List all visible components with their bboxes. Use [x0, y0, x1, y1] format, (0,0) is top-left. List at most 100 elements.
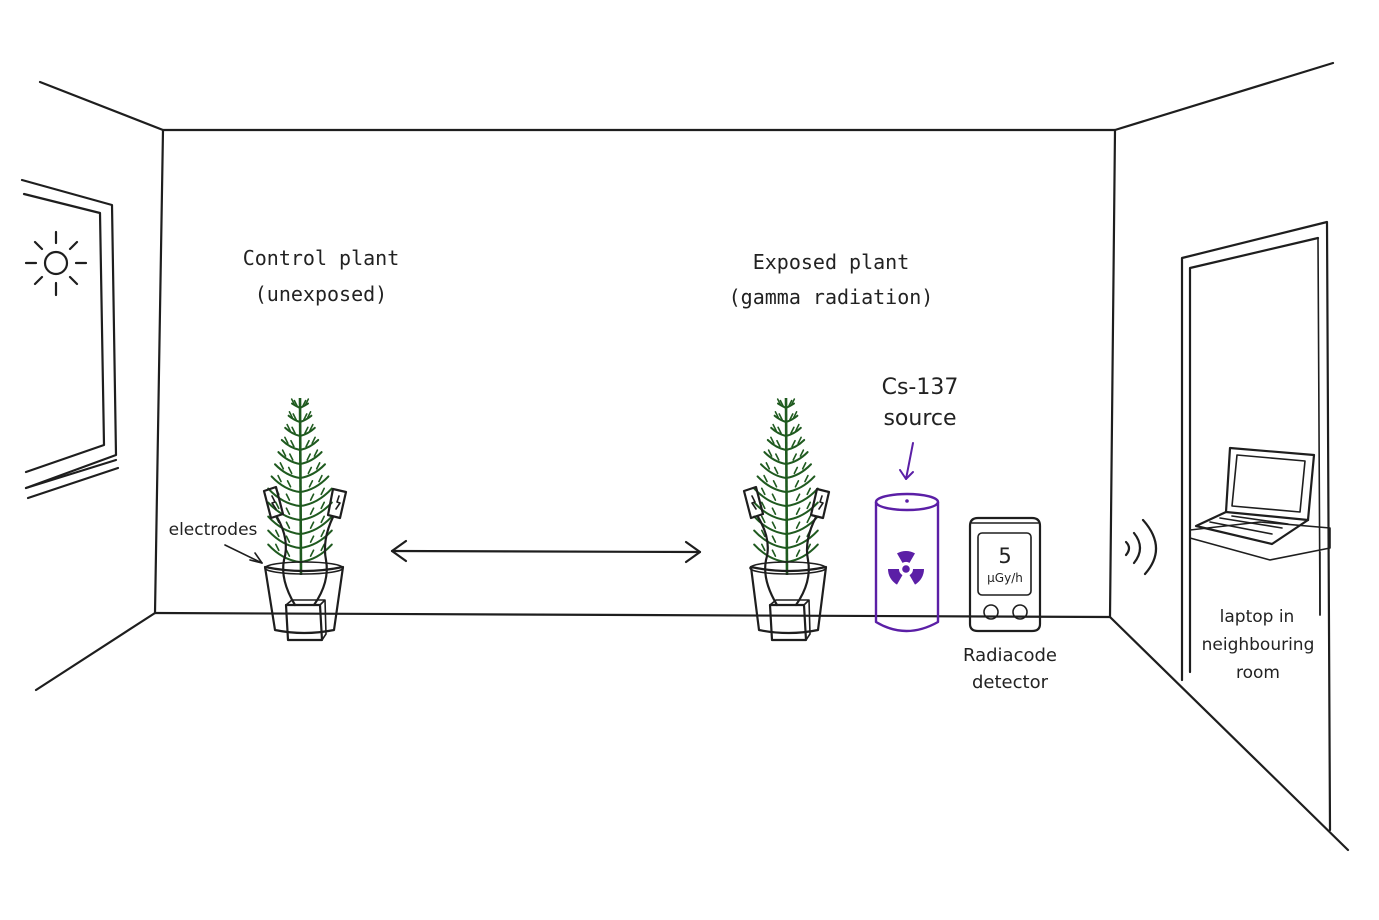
- plant-leaflet: [290, 439, 295, 448]
- plant-leaf: [284, 426, 301, 437]
- plant-leaflet: [775, 453, 780, 461]
- control-plant-title: Control plant: [243, 246, 400, 270]
- plant-leaflet: [309, 507, 315, 515]
- exposed-plant: [742, 397, 831, 642]
- plant-leaflet: [791, 439, 796, 448]
- plant-leaf: [753, 515, 787, 535]
- plant-leaflet: [795, 493, 801, 501]
- plant-leaf: [753, 501, 787, 521]
- plant-foliage: [267, 397, 333, 576]
- plant-leaflet: [285, 535, 291, 543]
- plant-leaflet: [309, 493, 315, 501]
- plant-leaflet: [772, 479, 778, 488]
- plant-leaf: [770, 426, 787, 437]
- plant-leaf: [299, 414, 313, 423]
- plant-leaf: [763, 451, 787, 465]
- plant-leaflet: [275, 543, 280, 552]
- plant-leaf: [274, 463, 301, 479]
- plant-leaflet: [275, 501, 280, 510]
- plant-leaf: [753, 529, 787, 549]
- plant-leaflet: [801, 462, 807, 470]
- plant-leaflet: [320, 487, 325, 496]
- plant-leaflet: [320, 501, 325, 510]
- plant-leaflet: [761, 515, 766, 524]
- plant-leaflet: [804, 474, 809, 483]
- plant-leaflet: [279, 462, 285, 470]
- plant-leaflet: [761, 529, 766, 538]
- plant-leaflet: [790, 426, 795, 435]
- plant-leaflet: [277, 474, 282, 483]
- plant-leaf: [287, 414, 301, 423]
- plant-leaflet: [794, 479, 800, 488]
- room-walls: [34, 61, 1350, 852]
- plant-leaf: [760, 463, 787, 479]
- plant-leaflet: [789, 413, 794, 421]
- plant-leaflet: [309, 535, 315, 543]
- plant-leaflet: [799, 449, 805, 457]
- plant-leaflet: [281, 449, 287, 457]
- plant-leaflet: [771, 493, 777, 501]
- plant-leaflet: [770, 436, 775, 445]
- plant-leaflet: [301, 399, 307, 408]
- plant-leaf: [270, 475, 301, 493]
- plant-leaflet: [806, 515, 811, 524]
- laptop-icon: [1189, 446, 1331, 616]
- plant-leaflet: [311, 436, 316, 445]
- plant-leaflet: [779, 399, 785, 408]
- plant-leaf: [773, 414, 787, 423]
- plant-leaf: [267, 529, 301, 549]
- plant-leaflet: [304, 398, 310, 406]
- plant-leaflet: [776, 439, 781, 448]
- detector-label-line2: detector: [972, 672, 1049, 693]
- plant-leaflet: [795, 521, 801, 529]
- plant-leaflet: [773, 466, 779, 475]
- plant-leaflet: [787, 399, 793, 408]
- plant-leaf: [785, 501, 819, 521]
- plant-leaf: [299, 402, 309, 409]
- plant-stem: [784, 397, 789, 576]
- plant-leaflet: [275, 529, 280, 538]
- plant-leaf: [785, 402, 795, 409]
- exposed-plant-subtitle: (gamma radiation): [729, 285, 934, 309]
- plant-leaflet: [771, 507, 777, 515]
- electrode-left: [742, 485, 779, 607]
- labels: Control plant (unexposed) Exposed plant …: [169, 246, 1315, 693]
- plant-leaflet: [320, 529, 325, 538]
- plant-leaf: [299, 451, 323, 465]
- plant-leaflet: [797, 436, 802, 445]
- plant-leaflet: [305, 439, 310, 448]
- plant-leaflet: [286, 423, 291, 432]
- plant-leaflet: [293, 399, 299, 408]
- plant-leaflet: [287, 466, 293, 475]
- plant-leaf: [280, 438, 301, 451]
- plant-leaflet: [309, 521, 315, 529]
- plant-leaflet: [765, 462, 771, 470]
- control-plant-subtitle: (unexposed): [255, 282, 387, 306]
- plant-leaf: [785, 475, 816, 493]
- plant-leaf: [785, 463, 812, 479]
- electrode-right: [794, 487, 831, 607]
- plant-leaflet: [761, 543, 766, 552]
- plant-leaf: [766, 438, 787, 451]
- plant-leaflet: [308, 479, 314, 488]
- plant-leaflet: [307, 466, 313, 475]
- plant-leaflet: [289, 453, 294, 461]
- detector-display-value: 5: [998, 544, 1011, 568]
- plant-leaf: [756, 475, 787, 493]
- electrodes-pointer-arrow: [224, 544, 263, 564]
- plant-leaflet: [315, 462, 321, 470]
- plant-leaflet: [776, 398, 782, 406]
- comparison-arrow: [390, 539, 702, 564]
- plant-leaflet: [292, 413, 297, 421]
- plant-leaflet: [761, 487, 766, 496]
- plant-leaflet: [309, 549, 315, 557]
- plant-leaf: [299, 463, 326, 479]
- plant-leaflet: [763, 474, 768, 483]
- plant-leaflet: [771, 521, 777, 529]
- plant-leaflet: [795, 423, 800, 432]
- plant-leaf: [785, 426, 802, 437]
- electrode-right: [312, 487, 348, 607]
- plant-stem: [298, 397, 303, 576]
- laptop-label-line1: laptop in: [1220, 607, 1295, 627]
